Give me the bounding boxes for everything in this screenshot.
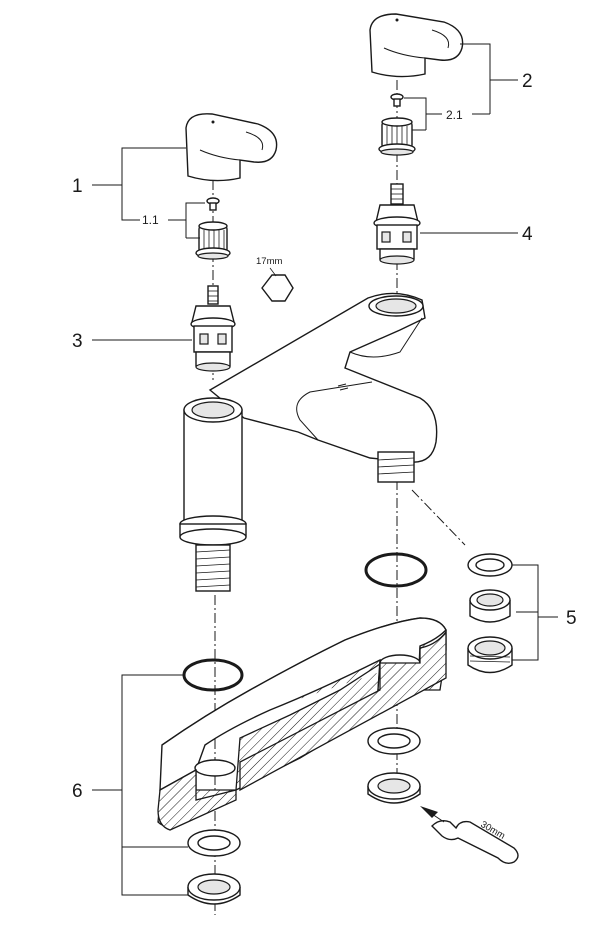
faucet-body xyxy=(179,292,438,592)
label-part-2: 2 xyxy=(522,71,533,92)
label-part-2-1: 2.1 xyxy=(446,108,463,122)
label-part-4: 4 xyxy=(522,224,533,245)
label-part-1-1: 1.1 xyxy=(142,213,159,227)
label-part-3: 3 xyxy=(72,331,83,352)
label-17mm: 17mm xyxy=(256,256,282,267)
left-screw-adapter xyxy=(195,197,231,260)
axis-lines xyxy=(212,80,466,915)
washer-right xyxy=(367,727,421,804)
o-ring-left xyxy=(182,658,244,692)
label-part-6: 6 xyxy=(72,781,83,802)
hex-17mm-icon: 17mm xyxy=(256,256,294,302)
wrench-30mm-icon: 30mm xyxy=(420,806,519,865)
right-handle xyxy=(369,13,464,78)
washer-left xyxy=(187,829,241,905)
aerator-set xyxy=(467,553,513,674)
label-part-5: 5 xyxy=(566,608,577,629)
callout-labels: 1 1.1 2 2.1 3 4 5 6 xyxy=(72,71,577,802)
countertop-section xyxy=(157,617,447,831)
right-screw-adapter xyxy=(378,93,416,156)
leaders xyxy=(92,43,558,896)
o-ring-right xyxy=(364,552,428,588)
left-handle xyxy=(185,113,278,182)
left-cartridge xyxy=(190,285,236,372)
right-cartridge xyxy=(373,183,421,265)
label-part-1: 1 xyxy=(72,176,83,197)
